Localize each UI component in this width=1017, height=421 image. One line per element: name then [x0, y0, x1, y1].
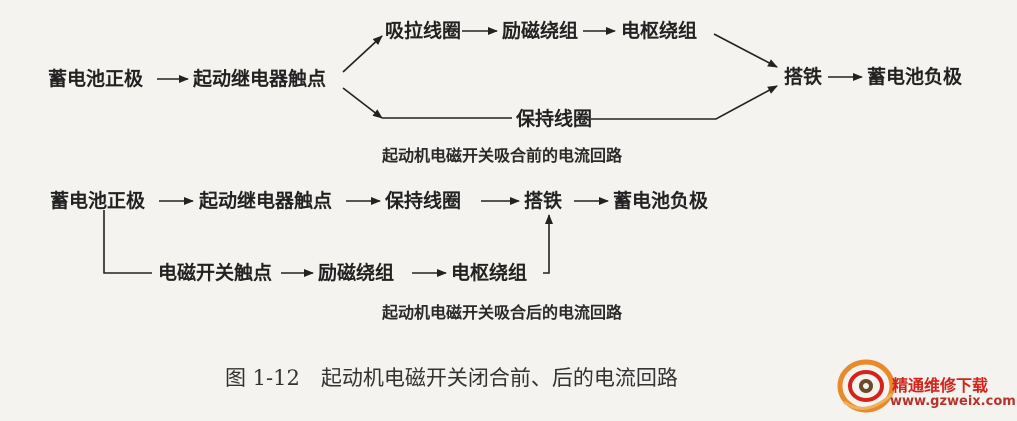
watermark-url: www.gzweix.com: [890, 394, 1016, 409]
bottom-battery-negative: 蓄电池负极: [613, 190, 709, 212]
watermark-emblem-icon: [837, 359, 895, 413]
bottom-armature-winding: 电枢绕组: [451, 262, 528, 284]
bottom-battery-positive: 蓄电池正极: [50, 190, 146, 212]
top-armature-winding: 电枢绕组: [621, 20, 698, 42]
line-branch-down: [103, 210, 152, 274]
top-starter-relay-contact: 起动继电器触点: [193, 68, 327, 90]
arrow-relay-to-hold-coil: [342, 87, 383, 119]
watermark-title: 精通维修下载: [892, 376, 989, 395]
bottom-magnetic-switch-contact: 电磁开关触点: [158, 262, 273, 284]
arrow-relay-to-pull-coil: [342, 35, 383, 73]
top-battery-positive: 蓄电池正极: [48, 68, 144, 90]
top-ground: 搭铁: [784, 66, 823, 88]
bottom-hold-in-coil: 保持线圈: [385, 190, 462, 212]
arrow-hold-to-ground: [591, 85, 778, 120]
top-battery-negative: 蓄电池负极: [867, 66, 963, 88]
top-circuit-caption: 起动机电磁开关吸合前的电流回路: [382, 146, 623, 165]
top-pull-in-coil: 吸拉线圈: [385, 20, 462, 42]
arrow-armature-to-ground-bottom: [543, 214, 553, 274]
bottom-ground: 搭铁: [524, 190, 563, 212]
top-hold-in-coil: 保持线圈: [516, 108, 593, 130]
watermark-logo: 精通维修下载 www.gzweix.com: [836, 356, 1016, 418]
top-field-winding: 励磁绕组: [502, 20, 579, 42]
arrow-armature-to-ground: [713, 33, 778, 68]
figure-caption: 图 1-12 起动机电磁开关闭合前、后的电流回路: [225, 366, 678, 390]
bottom-starter-relay-contact: 起动继电器触点: [199, 190, 333, 212]
bottom-field-winding: 励磁绕组: [318, 262, 395, 284]
bottom-circuit-caption: 起动机电磁开关吸合后的电流回路: [382, 303, 623, 322]
